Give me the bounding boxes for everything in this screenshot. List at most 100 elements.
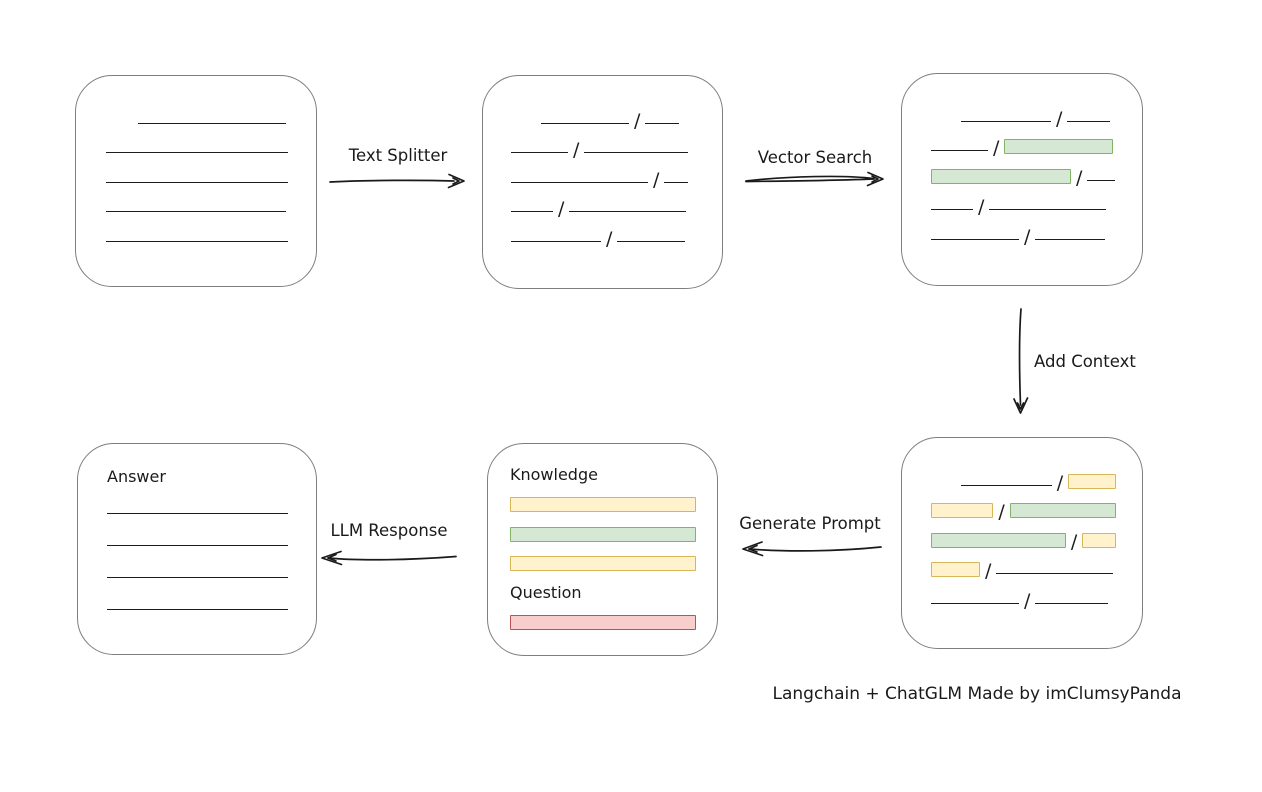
answer-content: Answer <box>78 444 316 654</box>
text-line <box>107 545 288 546</box>
chunk-row <box>106 130 288 160</box>
chunk-separator-slash: / <box>653 168 660 191</box>
vector-search-matches-content: ///// <box>902 74 1142 285</box>
vector-search-arrow-icon <box>745 171 884 187</box>
llm-response-arrow-icon <box>321 550 457 566</box>
text-line <box>931 209 973 210</box>
text-line <box>511 240 601 242</box>
chunk-row: / <box>931 580 1116 610</box>
chunk-row: Question <box>510 574 697 604</box>
vector-search-matches-box: ///// <box>901 73 1143 286</box>
text-line <box>989 209 1107 210</box>
arrow-label-generate-prompt: Generate Prompt <box>739 514 881 533</box>
chunk-separator-slash: / <box>1024 589 1031 612</box>
text-line <box>996 573 1114 574</box>
chunk-row <box>510 486 697 516</box>
context-chunks-box: ///// <box>901 437 1143 649</box>
split-text-chunks-content: ///// <box>483 76 722 288</box>
green-chunk <box>931 168 1071 184</box>
text-line <box>931 602 1019 604</box>
chunk-row: Knowledge <box>510 456 697 486</box>
chunk-row <box>106 218 288 248</box>
chunk-row <box>106 100 288 130</box>
source-document-box <box>75 75 317 287</box>
text-line <box>511 181 648 183</box>
text-line <box>138 122 286 124</box>
split-text-chunks-box: ///// <box>482 75 723 289</box>
chunk-separator-slash: / <box>1056 107 1063 130</box>
chunk-separator-slash: / <box>1076 166 1083 189</box>
context-chunks-content: ///// <box>902 438 1142 648</box>
text-line <box>106 152 288 153</box>
text-line <box>569 211 687 212</box>
text-line <box>1087 179 1116 181</box>
red-chunk <box>510 615 696 630</box>
text-line <box>107 609 288 610</box>
chunk-row <box>107 488 290 520</box>
chunk-row <box>107 584 290 616</box>
generate-prompt-arrow-icon <box>742 541 882 557</box>
chunk-row: / <box>511 218 696 248</box>
text-line <box>1067 120 1111 122</box>
arrow-label-vector-search: Vector Search <box>757 148 873 167</box>
yellow-chunk <box>510 497 696 512</box>
chunk-separator-slash: / <box>606 227 613 250</box>
answer-box: Answer <box>77 443 317 655</box>
chunk-row: / <box>511 100 696 130</box>
chunk-separator-slash: / <box>558 198 565 220</box>
chunk-row <box>510 515 697 545</box>
yellow-chunk <box>1082 532 1116 548</box>
yellow-chunk <box>931 562 980 577</box>
chunk-row <box>107 520 290 552</box>
source-document-content <box>76 76 316 286</box>
text-line <box>107 513 288 514</box>
chunk-row: / <box>931 551 1116 581</box>
chunk-separator-slash: / <box>978 196 985 218</box>
chunk-row: / <box>931 157 1116 187</box>
arrow-label-text-splitter: Text Splitter <box>348 146 448 165</box>
chunk-separator-slash: / <box>985 560 992 582</box>
text-line <box>645 122 680 124</box>
text-line <box>541 122 629 124</box>
text-line <box>107 577 288 578</box>
chunk-row: / <box>931 521 1116 551</box>
text-line <box>961 120 1051 122</box>
chunk-row: / <box>511 159 696 189</box>
text-line <box>1035 602 1109 604</box>
chunk-row: / <box>931 492 1116 522</box>
chunk-separator-slash: / <box>1056 471 1064 494</box>
credit-text: Langchain + ChatGLM Made by imClumsyPand… <box>772 684 1182 704</box>
green-chunk <box>510 526 696 542</box>
text-line <box>617 240 686 242</box>
box-label-knowledge: Knowledge <box>510 464 598 484</box>
yellow-chunk <box>510 556 696 571</box>
text-line <box>106 240 288 242</box>
chunk-separator-slash: / <box>634 109 641 132</box>
green-chunk <box>1004 139 1114 154</box>
green-chunk <box>931 532 1066 548</box>
text-line <box>106 181 288 183</box>
chunk-row <box>106 159 288 189</box>
arrow-label-add-context: Add Context <box>1034 352 1136 371</box>
chunk-separator-slash: / <box>993 137 1000 159</box>
chunk-row <box>510 604 697 634</box>
chunk-row <box>107 552 290 584</box>
chunk-row: / <box>931 187 1116 217</box>
chunk-row: / <box>931 128 1116 158</box>
chunk-row: / <box>931 216 1116 246</box>
text-line <box>106 211 286 212</box>
text-line <box>511 211 553 212</box>
chunk-row <box>106 189 288 219</box>
add-context-arrow-icon <box>1013 308 1029 414</box>
chunk-row: / <box>511 130 696 160</box>
text-line <box>1035 238 1106 240</box>
arrow-label-llm-response: LLM Response <box>330 521 448 540</box>
chunk-row <box>510 545 697 575</box>
text-line <box>511 152 568 153</box>
green-chunk <box>1009 503 1116 518</box>
chunk-row: / <box>931 98 1116 128</box>
box-label-answer: Answer <box>107 467 166 486</box>
box-label-question: Question <box>510 582 582 602</box>
